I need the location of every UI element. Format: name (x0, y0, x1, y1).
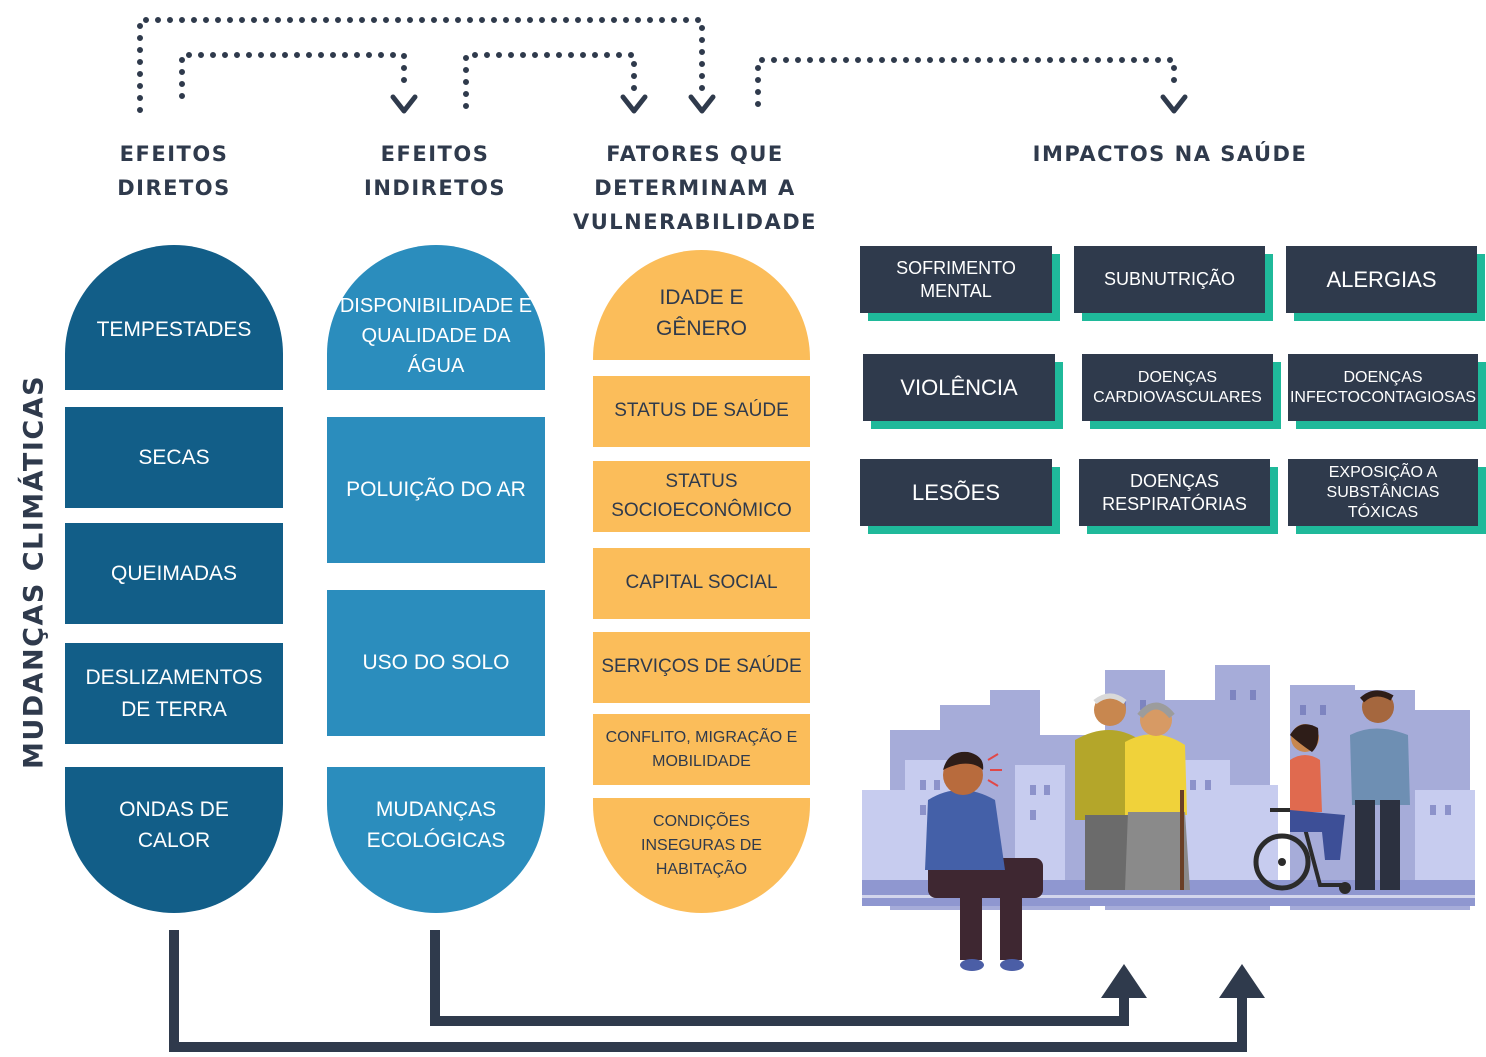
indirect-effect-block: POLUIÇÃO DO AR (327, 417, 545, 563)
impact-box: EXPOSIÇÃO A SUBSTÂNCIAS TÓXICAS (1288, 459, 1478, 526)
dotted-arrow-direct-to-factors (137, 17, 705, 113)
indirect-effect-block: USO DO SOLO (327, 590, 545, 736)
solid-arrow-direct-to-impacts (169, 930, 1247, 1052)
woman-in-wheelchair (1253, 724, 1351, 894)
standing-man (1350, 690, 1410, 890)
impact-box: VIOLÊNCIA (863, 354, 1055, 421)
impact-box: SOFRIMENTO MENTAL (860, 246, 1052, 313)
vulnerability-factor-block: SERVIÇOS DE SAÚDE (593, 632, 810, 703)
dotted-arrow-factors-to-impacts (755, 57, 1177, 107)
arrowhead-up (1101, 964, 1147, 998)
vulnerability-factor-block: CAPITAL SOCIAL (593, 548, 810, 619)
impact-box: DOENÇAS CARDIOVASCULARES (1082, 354, 1273, 421)
impact-box: DOENÇAS RESPIRATÓRIAS (1079, 459, 1270, 526)
impact-box: SUBNUTRIÇÃO (1074, 246, 1265, 313)
impact-box: ALERGIAS (1286, 246, 1477, 313)
dotted-arrow-indirect-to-factors (463, 52, 637, 109)
impact-box: DOENÇAS INFECTOCONTAGIOSAS (1288, 354, 1478, 421)
vulnerability-factor-block: STATUS DE SAÚDE (593, 376, 810, 447)
solid-arrow-indirect-to-impacts (430, 930, 1129, 1026)
header-health-impacts: IMPACTOS NA SAÚDE (1032, 142, 1308, 166)
direct-effect-block: DESLIZAMENTOS DE TERRA (65, 643, 283, 744)
impact-box: LESÕES (860, 459, 1052, 526)
seated-man (925, 751, 1043, 971)
vulnerability-factor-block: STATUS SOCIOECONÔMICO (593, 461, 810, 532)
vulnerability-factor-block: CONFLITO, MIGRAÇÃO E MOBILIDADE (593, 714, 810, 785)
direct-effect-block: QUEIMADAS (65, 523, 283, 624)
direct-effect-block: SECAS (65, 407, 283, 508)
elderly-couple (1075, 693, 1190, 890)
arrowhead-up (1219, 964, 1265, 998)
